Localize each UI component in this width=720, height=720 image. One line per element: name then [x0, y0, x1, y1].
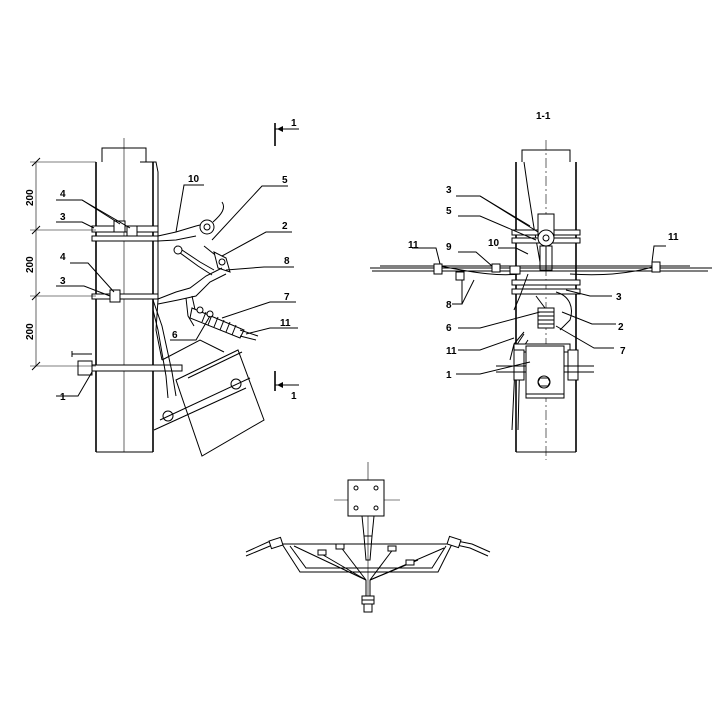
- label-9-right: 9: [446, 242, 452, 253]
- label-3-top: 3: [60, 212, 66, 223]
- right-view: 1-1: [370, 111, 712, 460]
- label-11-right-c: 11: [668, 232, 679, 243]
- left-upper-bracket: [157, 201, 225, 276]
- plan-view: [245, 462, 491, 613]
- dimension-200-a: 200: [25, 189, 36, 206]
- left-insulator: [157, 245, 259, 341]
- right-labels: 3 5 11 9 10 8 6 11 1 11 3 2 7: [408, 185, 679, 381]
- plan-mount-plate: [347, 479, 385, 517]
- dimension-200-c: 200: [25, 323, 36, 340]
- label-11-right-a: 11: [408, 240, 419, 251]
- left-lower-bracket: [152, 299, 265, 457]
- label-5-left: 5: [282, 175, 288, 186]
- section-mark-label-upper: 1: [291, 118, 297, 129]
- right-insulator-top: [537, 213, 555, 271]
- left-labels: 4 3 4 3 1 10 5 2 8 7 11 6: [60, 174, 291, 403]
- label-6-right: 6: [446, 323, 452, 334]
- dimension-200-b: 200: [25, 256, 36, 273]
- label-3-right-top: 3: [446, 185, 452, 196]
- label-2-right: 2: [618, 322, 624, 333]
- label-2-left: 2: [282, 221, 288, 232]
- label-8-left: 8: [284, 256, 290, 267]
- label-4-mid: 4: [60, 252, 66, 263]
- right-conductors: [370, 261, 712, 281]
- plan-outer-conductors: [245, 535, 491, 557]
- plan-cross-arm: [281, 543, 453, 573]
- label-10-left: 10: [188, 174, 200, 185]
- label-3-mid: 3: [60, 276, 66, 287]
- label-5-right: 5: [446, 206, 452, 217]
- label-10-right: 10: [488, 238, 500, 249]
- label-7-left: 7: [284, 292, 290, 303]
- label-1-right: 1: [446, 370, 452, 381]
- section-mark-label-lower: 1: [291, 391, 297, 402]
- plan-bottom-insulator: [361, 580, 375, 613]
- right-ground-wire: [523, 161, 541, 263]
- right-leaders: [412, 195, 666, 375]
- left-view: 200 200 200 1 1: [25, 118, 299, 457]
- label-3-right-b: 3: [616, 292, 622, 303]
- label-4-top: 4: [60, 189, 66, 200]
- label-1-left: 1: [60, 392, 66, 403]
- left-dimension-chain: 200 200 200: [25, 157, 96, 371]
- left-ground-wire: [140, 161, 163, 361]
- left-bands: [71, 220, 183, 376]
- left-leaders: [56, 184, 298, 397]
- plan-conductor-rays: [293, 543, 445, 581]
- right-lower-assembly: [496, 273, 594, 431]
- label-6-left: 6: [172, 330, 178, 341]
- left-pole: [95, 138, 154, 453]
- label-8-right: 8: [446, 300, 452, 311]
- right-pole: [515, 140, 577, 460]
- section-mark-lower: 1: [274, 371, 299, 402]
- label-11-right-b: 11: [446, 346, 457, 357]
- section-title: 1-1: [536, 111, 551, 122]
- section-mark-upper: 1: [274, 118, 299, 146]
- label-7-right: 7: [620, 346, 626, 357]
- label-11-left: 11: [280, 318, 291, 329]
